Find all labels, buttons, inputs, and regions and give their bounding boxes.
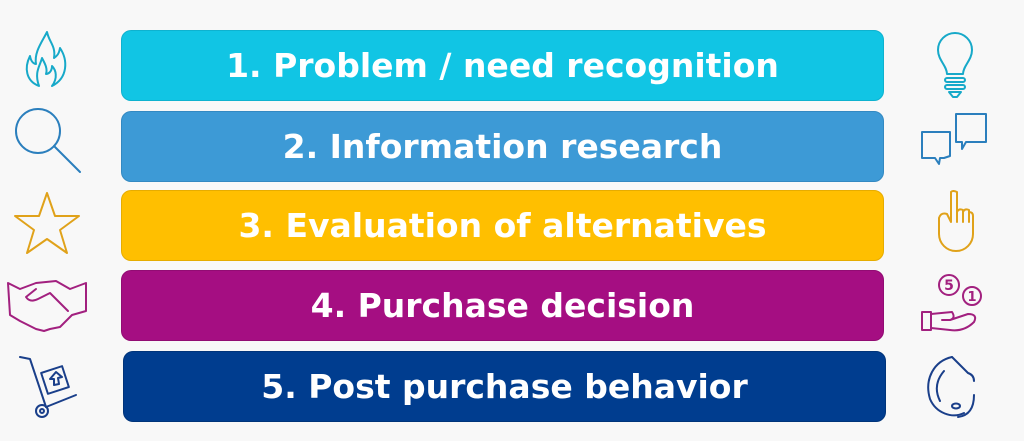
- chat-bubbles-icon: [920, 112, 990, 182]
- step-label: 1. Problem / need recognition: [226, 46, 779, 85]
- step-bar-2: 2. Information research: [121, 111, 884, 182]
- magnifier-icon: [12, 106, 82, 176]
- step-bar-1: 1. Problem / need recognition: [121, 30, 884, 101]
- flame-icon: [12, 26, 82, 96]
- step-label: 3. Evaluation of alternatives: [238, 206, 767, 245]
- step-label: 2. Information research: [282, 127, 723, 166]
- star-icon: [12, 190, 82, 260]
- coin-five-label: 5: [944, 278, 954, 294]
- hand-truck-icon: [18, 355, 88, 425]
- coin-one-label: 1: [967, 290, 976, 305]
- lightbulb-icon: [920, 30, 990, 100]
- step-label: 5. Post purchase behavior: [261, 367, 748, 406]
- customer-support-icon: [922, 355, 992, 425]
- step-bar-4: 4. Purchase decision: [121, 270, 884, 341]
- step-label: 4. Purchase decision: [310, 286, 695, 325]
- handshake-icon: [6, 275, 90, 345]
- pointing-hand-icon: [925, 190, 995, 260]
- step-bar-5: 5. Post purchase behavior: [123, 351, 886, 422]
- step-bar-3: 3. Evaluation of alternatives: [121, 190, 884, 261]
